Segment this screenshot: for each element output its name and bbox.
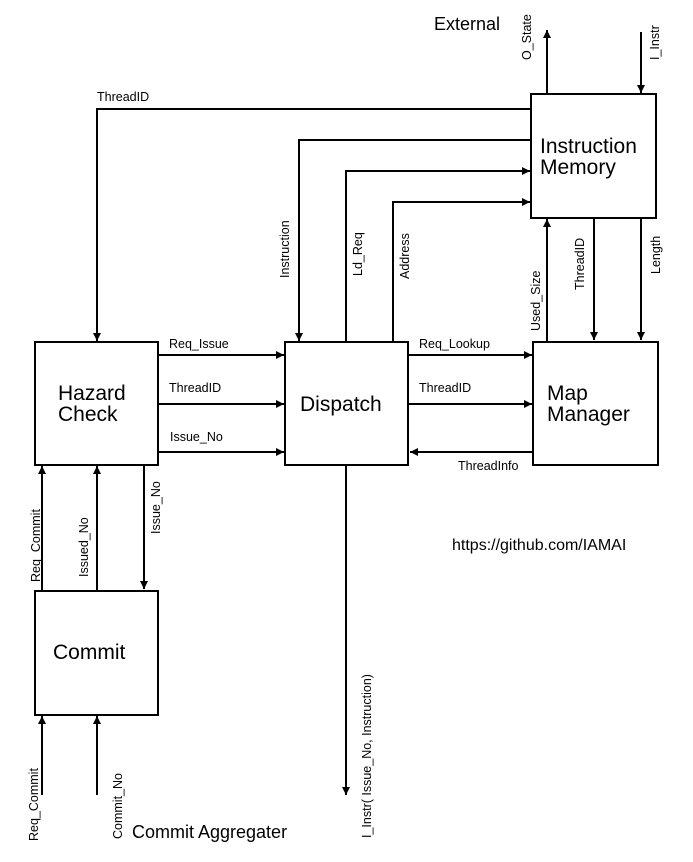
commit-no-in-label: Commit_No bbox=[111, 773, 125, 839]
dispatch-label: Dispatch bbox=[300, 393, 382, 416]
address-label: Address bbox=[398, 233, 412, 279]
req-commit-in-label: Req_Commit bbox=[27, 768, 41, 841]
used-size-label: Used_Size bbox=[529, 271, 543, 331]
issue-no-hd-label: Issue_No bbox=[170, 430, 223, 444]
commit-aggregater-label: Commit Aggregater bbox=[132, 822, 287, 842]
ld-req-label: Ld_Req bbox=[351, 232, 365, 276]
thread-id-hd-label: ThreadID bbox=[169, 381, 221, 395]
hazard-check-label-line2: Check bbox=[58, 403, 118, 426]
hazard-check-label-line1: Hazard bbox=[58, 382, 126, 405]
ld-req-wire bbox=[345, 167, 530, 341]
thread-id-mm-label: ThreadID bbox=[573, 238, 587, 290]
thread-id-dm-label: ThreadID bbox=[419, 381, 471, 395]
dispatch-block[interactable]: Dispatch bbox=[284, 341, 409, 466]
issue-no-hc-label: Issue_No bbox=[149, 481, 163, 534]
instruction-wire bbox=[295, 139, 531, 341]
external-label: External bbox=[434, 14, 500, 34]
req-issue-label: Req_Issue bbox=[169, 337, 229, 351]
req-lookup-label: Req_Lookup bbox=[419, 337, 490, 351]
map-manager-label-line2: Manager bbox=[547, 403, 630, 426]
hazard-check-block[interactable]: Hazard Check bbox=[34, 341, 159, 466]
instruction-memory-label-line2: Memory bbox=[540, 156, 616, 179]
instruction-label: Instruction bbox=[278, 220, 292, 278]
thread-info-label: ThreadInfo bbox=[458, 459, 519, 473]
instruction-memory-label-line1: Instruction bbox=[540, 135, 637, 158]
instruction-memory-block[interactable]: Instruction Memory bbox=[530, 93, 657, 219]
i-instr-top-label: I_Instr bbox=[648, 25, 662, 60]
i-instr-out-label: I_Instr( Issue_No, Instruction) bbox=[360, 674, 374, 838]
address-wire bbox=[392, 198, 530, 341]
github-url-label: https://github.com/IAMAI bbox=[452, 537, 626, 554]
commit-block[interactable]: Commit bbox=[34, 590, 159, 716]
length-label: Length bbox=[649, 236, 663, 274]
o-state-label: O_State bbox=[520, 14, 534, 60]
thread-id-top-label: ThreadID bbox=[97, 90, 149, 104]
thread-id-top-wire bbox=[93, 108, 531, 341]
commit-label: Commit bbox=[53, 641, 125, 664]
map-manager-label-line1: Map bbox=[547, 382, 588, 405]
req-commit-hc-label: Req_Commit bbox=[29, 509, 43, 582]
issued-no-label: Issued_No bbox=[77, 517, 91, 577]
map-manager-block[interactable]: Map Manager bbox=[532, 341, 659, 466]
